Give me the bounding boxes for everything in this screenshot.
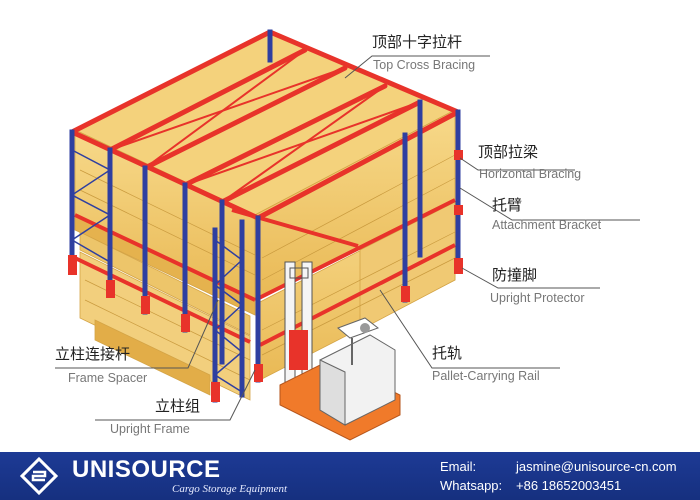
label-top-cross-bracing: 顶部十字拉杆 Top Cross Bracing [372, 33, 475, 72]
uprights [69, 29, 461, 403]
brand-tagline: Cargo Storage Equipment [172, 483, 288, 495]
label-cn: 立柱连接杆 [55, 345, 130, 363]
leader-frame-spacer [55, 299, 219, 369]
label-frame-spacer: 立柱连接杆 Frame Spacer [55, 345, 147, 385]
label-en: Frame Spacer [68, 371, 147, 385]
label-en: Pallet-Carrying Rail [432, 369, 540, 383]
label-cn: 托臂 [492, 196, 522, 214]
label-upright-frame: 立柱组 Upright Frame [110, 397, 200, 436]
leader-top-cross-bracing [344, 55, 490, 79]
label-cn: 立柱组 [155, 397, 200, 415]
forklift [279, 261, 401, 441]
upright-protectors [68, 150, 463, 402]
pallet-slats [79, 154, 456, 381]
brand-name: UNISOURCE [72, 456, 221, 483]
label-pallet-carrying-rail: 托轨 Pallet-Carrying Rail [432, 344, 540, 383]
leader-attachment-bracket [459, 187, 640, 221]
leader-pallet-carrying-rail [379, 289, 560, 369]
cross-bracing [109, 49, 421, 203]
callout-lines [55, 55, 640, 421]
whatsapp-row: Whatsapp: +86 18652003451 [440, 478, 621, 493]
label-en: Upright Frame [110, 422, 190, 436]
label-en: Horizontal Bracing [479, 167, 581, 181]
label-en: Upright Protector [490, 291, 584, 305]
frame-bracing [70, 149, 244, 393]
label-en: Top Cross Bracing [373, 58, 475, 72]
email-row: Email: jasmine@unisource-cn.com [440, 459, 677, 474]
whatsapp-value[interactable]: +86 18652003451 [516, 478, 622, 493]
footer-banner: UNISOURCE Cargo Storage Equipment Email:… [0, 452, 700, 500]
label-en: Attachment Bracket [492, 218, 602, 232]
top-beams [69, 29, 461, 221]
label-horizontal-bracing: 顶部拉梁 Horizontal Bracing [478, 143, 581, 181]
label-cn: 防撞脚 [492, 266, 537, 284]
unisource-logo-icon [20, 457, 58, 495]
rack-structure [68, 29, 463, 441]
leader-upright-frame [95, 369, 256, 421]
label-attachment-bracket: 托臂 Attachment Bracket [492, 196, 602, 232]
email-label: Email: [440, 459, 477, 474]
whatsapp-label: Whatsapp: [440, 478, 503, 493]
leader-upright-protector [461, 267, 600, 289]
leader-horizontal-bracing [459, 157, 575, 171]
email-value[interactable]: jasmine@unisource-cn.com [516, 459, 677, 474]
label-cn: 托轨 [432, 344, 462, 362]
label-upright-protector: 防撞脚 Upright Protector [490, 266, 584, 305]
label-cn: 顶部十字拉杆 [372, 33, 462, 51]
label-cn: 顶部拉梁 [478, 143, 538, 161]
